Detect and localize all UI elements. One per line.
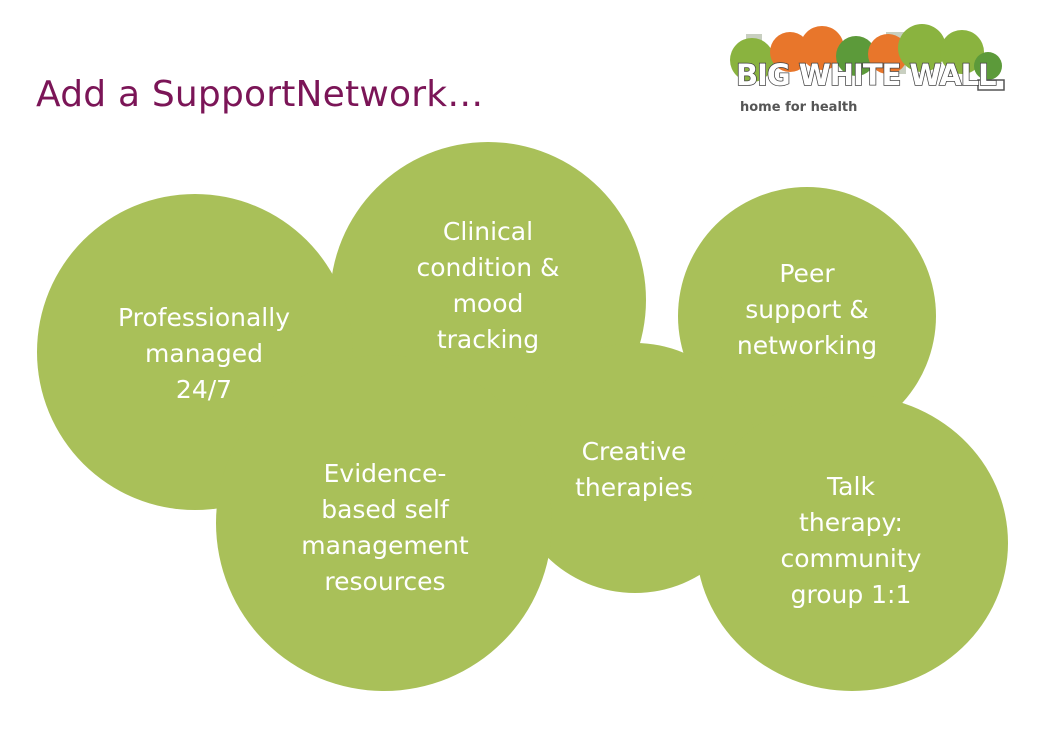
logo-tree <box>898 24 946 72</box>
logo-tree <box>730 38 774 82</box>
bubble-label-creative-therapies: Creative therapies <box>575 437 693 502</box>
logo-tree <box>836 36 876 76</box>
logo-tree <box>940 30 984 74</box>
big-white-wall-logo <box>730 24 1005 91</box>
logo-bench <box>977 79 1005 91</box>
bubble-label-talk-therapy: Talk therapy: community group 1:1 <box>780 472 922 609</box>
logo-wordmark: BIG WHITE WALL <box>735 57 997 93</box>
bubble-talk-therapy <box>696 395 1008 691</box>
logo-tagline: home for health <box>740 100 858 115</box>
slide-title: Add a SupportNetwork… <box>36 74 484 115</box>
bubble-label-peer-support: Peer support & networking <box>736 259 878 360</box>
bubble-label-evidence-based: Evidence- based self management resource… <box>301 459 469 596</box>
logo-tree <box>868 34 908 74</box>
bubble-label-professionally-managed: Professionally managed 24/7 <box>118 303 290 404</box>
bubble-evidence-based <box>216 355 552 691</box>
logo-tree <box>974 52 1002 80</box>
logo-tree <box>800 26 844 70</box>
bubble-label-clinical-tracking: Clinical condition & mood tracking <box>416 217 560 354</box>
logo-tree <box>770 32 810 72</box>
